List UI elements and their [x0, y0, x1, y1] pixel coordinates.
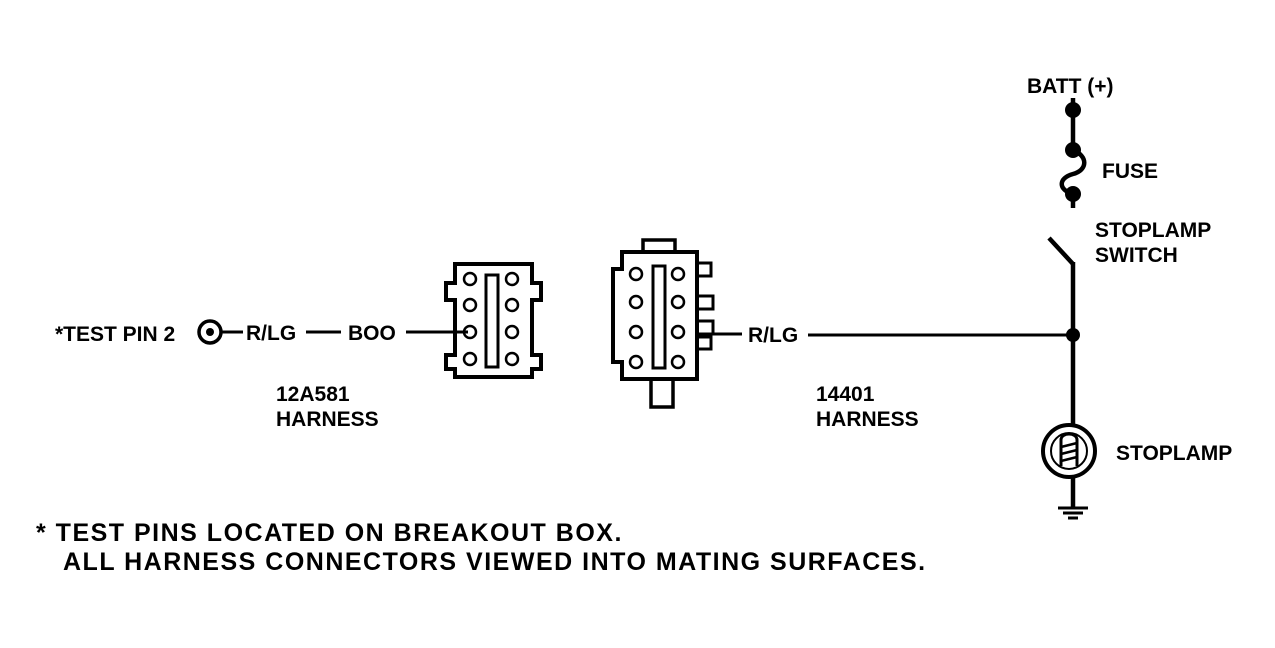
- harness-left-line2: HARNESS: [276, 408, 379, 431]
- test-pin-icon: [197, 319, 223, 345]
- connector-12a581-icon: [444, 262, 543, 379]
- fuse-icon: [1059, 110, 1087, 202]
- stoplamp-label: STOPLAMP: [1116, 442, 1232, 465]
- note-line-1: * TEST PINS LOCATED ON BREAKOUT BOX.: [36, 519, 623, 547]
- switch-label-line1: STOPLAMP: [1095, 219, 1211, 242]
- switch-label-line2: SWITCH: [1095, 244, 1178, 267]
- lamp-icon: [1041, 423, 1097, 479]
- wire-label-boo: BOO: [348, 322, 396, 345]
- batt-label: BATT (+): [1027, 75, 1114, 98]
- wire-label-rlg-right: R/LG: [748, 324, 798, 347]
- harness-left-line1: 12A581: [276, 383, 350, 406]
- harness-right-line1: 14401: [816, 383, 875, 406]
- harness-right-line2: HARNESS: [816, 408, 919, 431]
- note-line-2: ALL HARNESS CONNECTORS VIEWED INTO MATIN…: [63, 548, 927, 576]
- test-pin-label: *TEST PIN 2: [55, 323, 175, 346]
- wire-label-rlg-left: R/LG: [246, 322, 296, 345]
- switch-icon: [1047, 194, 1076, 335]
- fuse-label: FUSE: [1102, 160, 1158, 183]
- ground-icon: [1058, 477, 1088, 520]
- connector-14401-icon: [611, 238, 715, 409]
